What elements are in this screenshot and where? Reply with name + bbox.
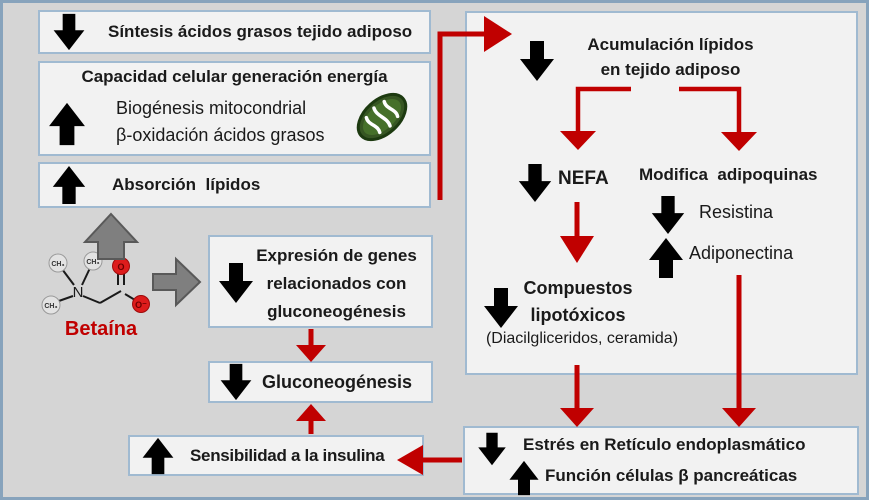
compuestos-sublabel: (Diacilgliceridos, ceramida) <box>485 330 679 347</box>
box-absorcion-lipidos: Absorción lípidos <box>38 162 431 208</box>
adiponectina-label: Adiponectina <box>689 243 794 263</box>
expresion-line: relacionados con <box>266 274 407 293</box>
acumulacion-line: en tejido adiposo <box>600 60 741 79</box>
compuestos-line: Compuestos <box>523 278 633 298</box>
expresion-line: Expresión de genes <box>256 246 417 265</box>
decrease-arrow-icon <box>520 41 554 81</box>
resistina-label: Resistina <box>699 202 774 222</box>
beta-oxidacion-label: β-oxidación ácidos grasos <box>116 125 325 145</box>
funcion-label: Función células β pancreáticas <box>545 466 798 485</box>
box-expresion-genes: Expresión de genes relacionados con gluc… <box>208 235 433 328</box>
capacidad-title: Capacidad celular generación energía <box>81 67 388 86</box>
nitrogen-label: N <box>73 284 84 301</box>
panel-tejido-adiposo: Acumulación lípidos en tejido adiposo NE… <box>465 11 858 375</box>
nefa-label: NEFA <box>558 168 609 189</box>
decrease-arrow-icon <box>651 195 685 235</box>
methyl-group-label: CH₃ <box>86 259 99 266</box>
box-gluconeogenesis: Gluconeogénesis <box>208 361 433 403</box>
oxygen-minus-label: O⁻ <box>135 300 147 310</box>
decrease-arrow-icon <box>220 363 252 401</box>
acumulacion-line: Acumulación lípidos <box>587 35 754 54</box>
sensibilidad-label: Sensibilidad a la insulina <box>190 445 385 465</box>
increase-arrow-icon <box>52 165 86 205</box>
increase-arrow-icon <box>509 460 539 496</box>
box-capacidad-energia: Capacidad celular generación energía Bio… <box>38 61 431 156</box>
absorcion-label: Absorción lípidos <box>112 175 261 194</box>
decrease-arrow-icon <box>518 163 552 203</box>
sintesis-label: Síntesis ácidos grasos tejido adiposo <box>108 22 413 41</box>
mitochondria-icon <box>356 92 408 142</box>
increase-arrow-icon <box>142 437 174 474</box>
decrease-arrow-icon <box>478 432 506 466</box>
increase-arrow-icon <box>649 238 683 278</box>
modifica-adipoquinas-label: Modifica adipoquinas <box>639 165 818 184</box>
oxygen-label: O <box>117 262 124 272</box>
box-estres-reticulo: Estrés en Retículo endoplasmático Funció… <box>463 426 859 496</box>
arrow-expresion-to-gluconeogenesis <box>296 329 326 362</box>
estres-label: Estrés en Retículo endoplasmático <box>523 435 806 454</box>
biogenesis-label: Biogénesis mitocondrial <box>116 98 307 118</box>
compuestos-line: lipotóxicos <box>530 305 626 325</box>
decrease-arrow-icon <box>53 13 85 51</box>
expresion-line: gluconeogénesis <box>267 302 406 321</box>
gluconeogenesis-label: Gluconeogénesis <box>262 371 413 392</box>
increase-arrow-icon <box>49 102 85 146</box>
box-sintesis-acidos-grasos: Síntesis ácidos grasos tejido adiposo <box>38 10 431 54</box>
arrow-sensibilidad-to-gluconeogenesis <box>296 404 326 434</box>
methyl-group-label: CH₃ <box>44 303 57 310</box>
betaina-label: Betaína <box>64 318 138 340</box>
methyl-group-label: CH₃ <box>51 261 64 268</box>
box-sensibilidad-insulina: Sensibilidad a la insulina <box>128 435 424 476</box>
